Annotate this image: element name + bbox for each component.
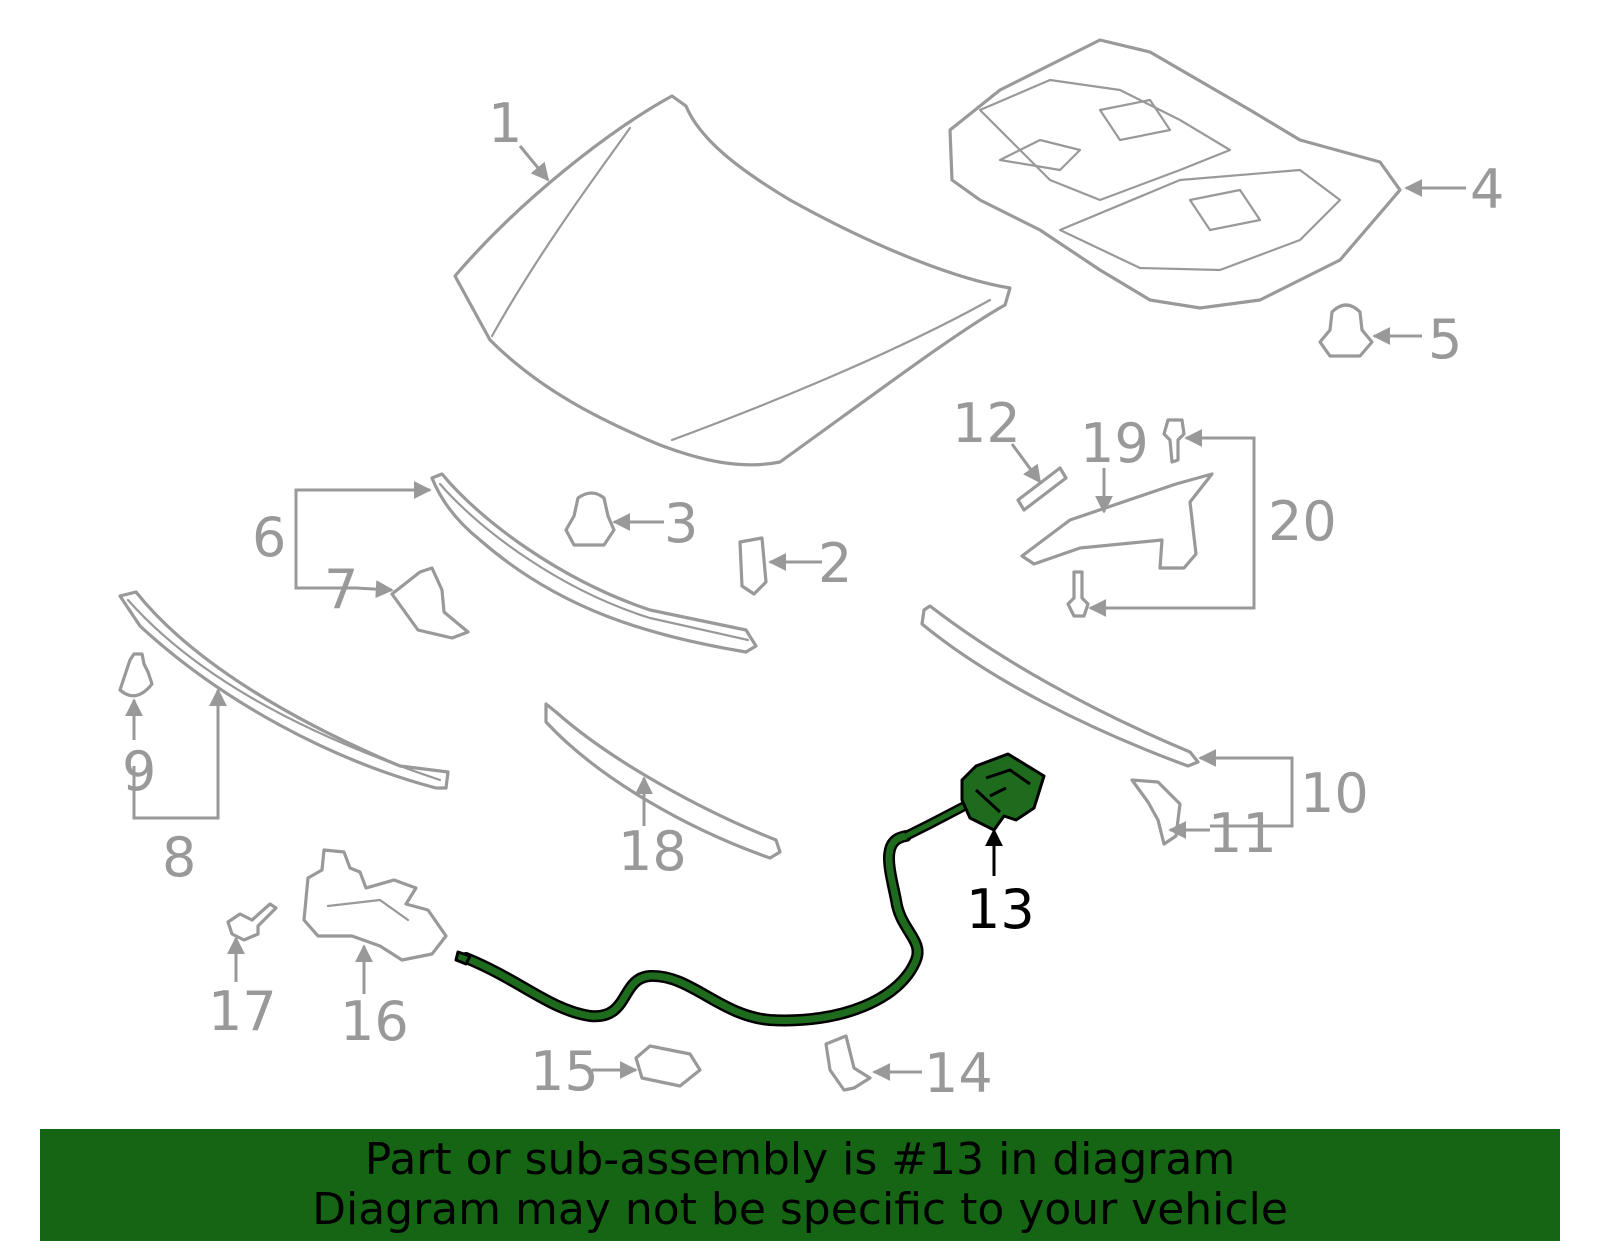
hood-seal-upper — [430, 472, 758, 654]
callout-8: 8 — [162, 826, 196, 889]
callout-2: 2 — [818, 532, 852, 595]
cable-retainer — [824, 1034, 872, 1092]
leader-lines — [125, 145, 1466, 1081]
callout-1: 1 — [488, 92, 522, 155]
bracket-bolt-upper — [1162, 418, 1186, 464]
hood-seal-right — [920, 604, 1200, 768]
callout-labels: 1 2 3 4 5 6 7 8 9 10 11 12 13 14 15 16 1… — [122, 92, 1504, 1105]
seal-clip — [118, 652, 154, 698]
callout-7: 7 — [324, 558, 358, 621]
callout-15: 15 — [530, 1040, 599, 1103]
callout-17: 17 — [208, 980, 277, 1043]
callout-3: 3 — [664, 492, 698, 555]
callout-6: 6 — [252, 506, 286, 569]
callout-10: 10 — [1300, 762, 1369, 825]
callout-13: 13 — [966, 878, 1035, 941]
hood-bracket — [738, 536, 768, 596]
seal-end-bracket — [1130, 778, 1182, 846]
callout-16: 16 — [340, 990, 409, 1053]
banner-line-disclaimer: Diagram may not be specific to your vehi… — [312, 1184, 1288, 1235]
insulator-clip — [1318, 303, 1374, 358]
hood-latch — [302, 848, 448, 962]
banner-line-part: Part or sub-assembly is #13 in diagram — [364, 1134, 1236, 1185]
callout-20: 20 — [1268, 490, 1337, 553]
hood-panel — [453, 94, 1012, 467]
seal-bracket — [390, 566, 470, 640]
hood-release-cable — [454, 752, 1046, 1027]
callout-12: 12 — [952, 392, 1021, 455]
hood-support-bracket — [1020, 472, 1214, 570]
hood-rod-clip — [1016, 466, 1068, 512]
callout-9: 9 — [122, 740, 156, 803]
hood-prop-rod — [544, 702, 782, 860]
callout-19: 19 — [1080, 412, 1149, 475]
cable-clip-block — [634, 1044, 702, 1088]
hood-insulator — [948, 38, 1402, 310]
callout-18: 18 — [618, 820, 687, 883]
callout-4: 4 — [1470, 158, 1504, 221]
hood-seal-left — [118, 590, 450, 790]
bracket-bolt-lower — [1066, 570, 1090, 618]
callout-11: 11 — [1208, 802, 1277, 865]
info-banner: Part or sub-assembly is #13 in diagram D… — [40, 1129, 1560, 1241]
latch-bolt — [226, 902, 278, 942]
callout-14: 14 — [924, 1042, 993, 1105]
callout-5: 5 — [1428, 308, 1462, 371]
hood-bumper — [564, 491, 616, 547]
